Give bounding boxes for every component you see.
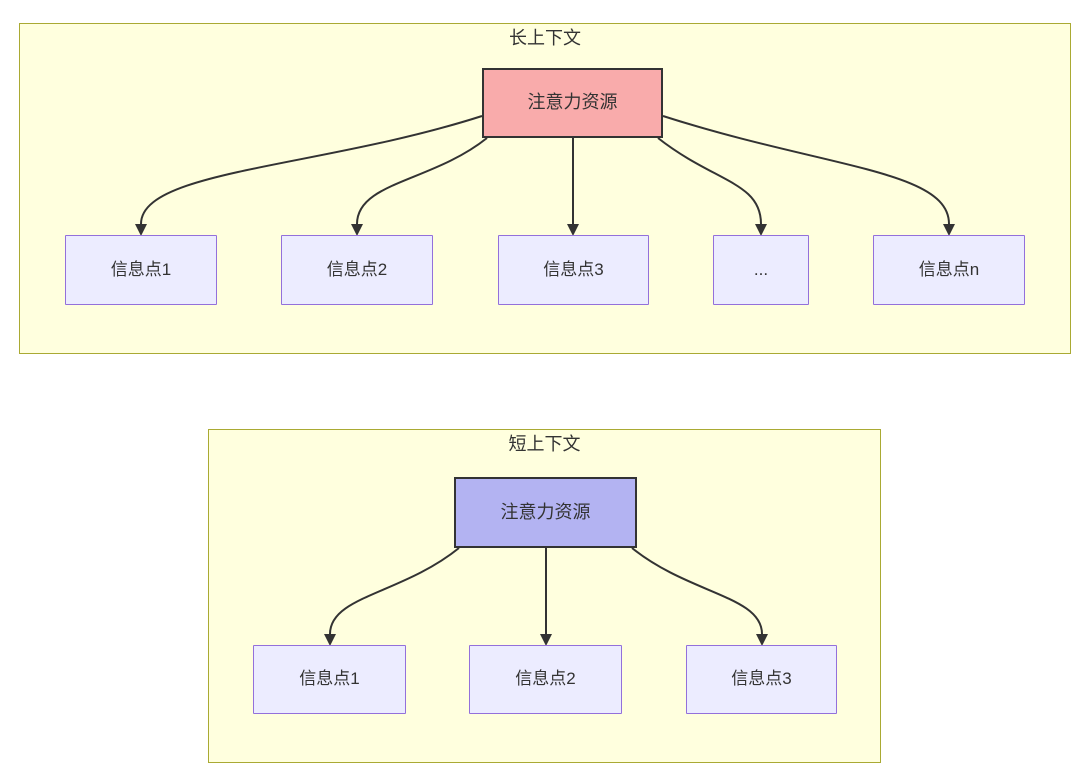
long-info-node-ellipsis-label: ... [753, 259, 769, 279]
attention-node-long-label: 注意力资源 [527, 92, 618, 113]
short-info-node-2-label: 信息点2 [515, 669, 576, 689]
cluster-short-context-title: 短上下文 [508, 434, 581, 454]
arrowhead-long-4 [755, 224, 767, 236]
long-info-node-3-label: 信息点3 [543, 259, 604, 279]
short-info-node-3: 信息点3 [686, 645, 837, 714]
long-info-node-ellipsis: ... [713, 235, 809, 305]
attention-node-short: 注意力资源 [454, 477, 637, 548]
edge-short-3 [631, 547, 763, 635]
arrowhead-long-3 [567, 224, 579, 236]
long-info-node-1: 信息点1 [65, 235, 217, 305]
short-info-node-1: 信息点1 [253, 645, 406, 714]
attention-node-short-label: 注意力资源 [500, 501, 591, 522]
cluster-long-context-title: 长上下文 [509, 28, 581, 48]
edge-long-5 [662, 115, 950, 225]
short-info-node-1-label: 信息点1 [299, 669, 360, 689]
arrowhead-short-2 [540, 634, 552, 646]
edge-long-4 [657, 137, 762, 225]
long-info-node-1-label: 信息点1 [110, 259, 172, 279]
arrowhead-long-5 [943, 224, 955, 236]
edge-long-1 [140, 115, 483, 225]
long-info-node-n: 信息点n [873, 235, 1025, 305]
long-info-node-2-label: 信息点2 [326, 259, 388, 279]
short-info-node-2: 信息点2 [469, 645, 622, 714]
arrowhead-long-1 [135, 224, 147, 236]
arrowhead-long-2 [351, 224, 363, 236]
arrowhead-short-1 [324, 634, 336, 646]
attention-node-long: 注意力资源 [482, 68, 663, 138]
edge-long-2 [356, 137, 488, 225]
long-info-node-2: 信息点2 [281, 235, 433, 305]
long-info-node-n-label: 信息点n [918, 259, 980, 279]
long-info-node-3: 信息点3 [498, 235, 649, 305]
arrowhead-short-3 [756, 634, 768, 646]
short-info-node-3-label: 信息点3 [731, 669, 792, 689]
edge-short-1 [329, 547, 460, 635]
